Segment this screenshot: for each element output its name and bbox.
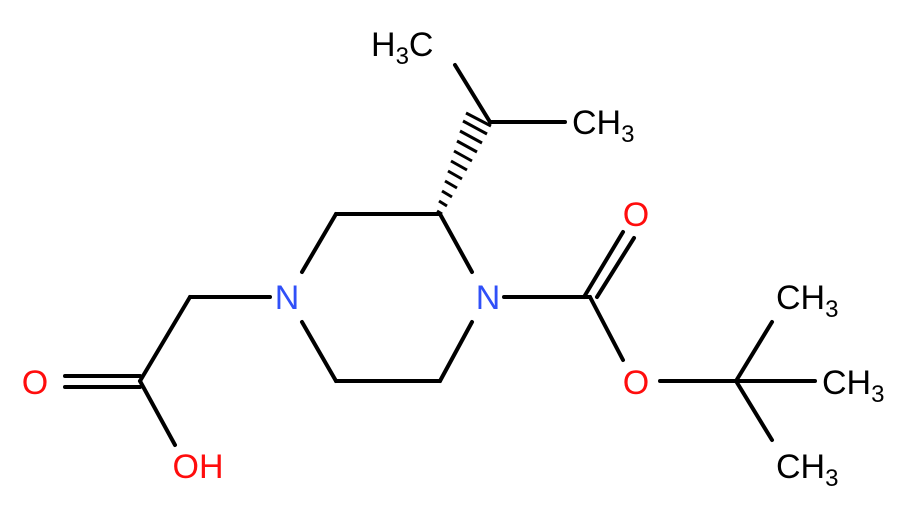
tbutyl-methyl-mid-label: CH3 — [822, 364, 884, 408]
acid-carbonyl-oxygen-label: O — [22, 364, 48, 402]
isopropyl-methyl-right-main: CH — [572, 104, 621, 142]
tbutyl-methyl-bottom-label: CH3 — [776, 448, 838, 492]
isopropyl-methyl-right-label: CH3 — [572, 104, 634, 148]
tbutyl-methyl-bottom-main: CH — [776, 448, 825, 486]
isopropyl-methyl-top-tail: C — [409, 26, 434, 64]
bond-cboc-o-double-2 — [595, 236, 636, 299]
tbutyl-methyl-top-sub: 3 — [825, 296, 838, 323]
bond-ch-ch3-top — [453, 63, 492, 124]
nitrogen-1-label: N — [275, 279, 300, 317]
bond-ch2-cooh — [138, 295, 192, 383]
bond-c3-n4 — [438, 212, 474, 274]
isopropyl-methyl-top-main: H — [371, 26, 396, 64]
bond-n4-c5 — [438, 320, 474, 383]
tbutyl-methyl-top-main: CH — [776, 279, 825, 317]
bond-n1-c2 — [300, 212, 338, 274]
tbutyl-methyl-mid-sub: 3 — [871, 381, 884, 408]
tbutyl-methyl-mid-main: CH — [822, 364, 871, 402]
isopropyl-methyl-top-sub: 3 — [396, 43, 409, 70]
bond-cooh-oh — [138, 379, 177, 447]
bonds — [63, 63, 817, 447]
isopropyl-methyl-top-label: H3C — [371, 26, 433, 70]
nitrogen-4-label: N — [476, 279, 501, 317]
bond-cq-ch3-top — [734, 320, 774, 383]
isopropyl-methyl-right-sub: 3 — [621, 121, 634, 148]
bond-cq-ch3-bottom — [734, 379, 774, 442]
boc-carbonyl-oxygen-label: O — [623, 196, 649, 234]
atom-labels: N N O OH O O H3C CH3 CH3 CH3 CH3 — [22, 26, 885, 492]
bond-cboc-oester — [588, 295, 625, 362]
tbutyl-methyl-top-label: CH3 — [776, 279, 838, 323]
acid-hydroxyl-label: OH — [173, 448, 224, 486]
bond-cboc-o-double-1 — [582, 230, 625, 299]
boc-ester-oxygen-label: O — [623, 364, 649, 402]
tbutyl-methyl-bottom-sub: 3 — [825, 465, 838, 492]
hashed-wedge-bond — [436, 111, 492, 216]
bond-c6-n1 — [300, 320, 338, 383]
